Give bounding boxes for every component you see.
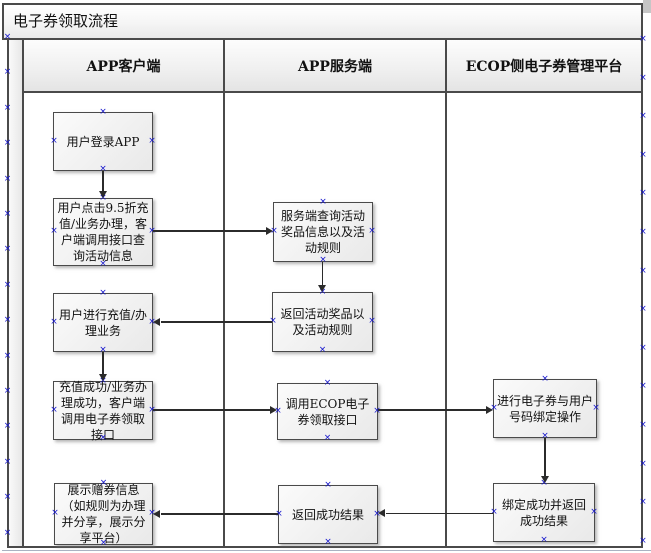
arrow-head-icon xyxy=(265,226,273,235)
node-show-coupon-info[interactable]: 展示赠券信息（如规则为办理并分享，展示分享平台） ×××× xyxy=(51,479,156,548)
lane-header-row xyxy=(24,40,641,93)
node-bind-success-return[interactable]: 绑定成功并返回成功结果 ×××× xyxy=(490,479,598,545)
lane-divider xyxy=(223,40,225,546)
node-return-activity-prizes[interactable]: 返回活动奖品以及活动规则 ×××× xyxy=(269,288,376,355)
swimlane-side-band xyxy=(9,40,22,546)
lane-header-app-server[interactable]: APP服务端 xyxy=(225,40,445,91)
arrow-line-login-to-click[interactable] xyxy=(102,171,104,191)
lane-header-ecop-platform[interactable]: ECOP侧电子券管理平台 xyxy=(447,40,641,91)
node-label: 用户登录APP xyxy=(66,134,140,149)
arrow-line-bindsuccess-to-returnresult[interactable] xyxy=(385,512,493,514)
diagram-title-bar[interactable]: 电子券领取流程 xyxy=(2,3,643,40)
lane-divider xyxy=(445,40,447,546)
arrow-head-icon xyxy=(153,317,160,326)
arrow-head-icon xyxy=(318,284,326,292)
node-return-success-result[interactable]: 返回成功结果 ×××× xyxy=(275,481,381,547)
side-band-divider xyxy=(22,40,24,546)
arrow-head-icon xyxy=(153,509,160,518)
node-user-recharge[interactable]: 用户进行充值/办理业务 ×××× xyxy=(50,289,156,355)
node-label: 返回活动奖品以及活动规则 xyxy=(280,307,365,337)
page-bottom-edge xyxy=(2,550,651,551)
page-corner-shade xyxy=(643,0,651,13)
arrow-head-icon xyxy=(540,475,549,483)
node-label: 返回成功结果 xyxy=(291,507,364,522)
node-label: 展示赠券信息（如规则为办理并分享，展示分享平台） xyxy=(61,483,146,545)
node-user-login[interactable]: 用户登录APP ×××× xyxy=(50,108,156,174)
arrow-line-serverquery-to-returnprizes[interactable] xyxy=(321,262,323,285)
diagram-title: 电子券领取流程 xyxy=(13,12,119,30)
arrow-line-returnprizes-to-recharge[interactable] xyxy=(160,321,272,323)
node-label: 服务端查询活动奖品信息以及活动规则 xyxy=(280,209,365,255)
node-label: 用户进行充值/办理业务 xyxy=(58,307,148,338)
arrow-line-success-to-callecop[interactable] xyxy=(153,409,270,411)
arrow-head-icon xyxy=(98,373,107,381)
arrow-line-click-to-serverquery[interactable] xyxy=(153,230,266,232)
node-server-query-activity[interactable]: 服务端查询活动奖品信息以及活动规则 ×××× xyxy=(270,198,376,265)
node-label: 用户点击9.5折充值/业务办理，客户端调用接口查询活动信息 xyxy=(57,201,149,263)
arrow-line-callecop-to-bind[interactable] xyxy=(378,409,486,411)
arrow-head-icon xyxy=(378,508,385,517)
node-call-ecop-coupon-api[interactable]: 调用ECOP电子券领取接口 ×××× xyxy=(274,379,381,443)
arrow-line-bind-to-bindsuccess[interactable] xyxy=(544,438,546,476)
node-bind-coupon-to-user[interactable]: 进行电子券与用户号码绑定操作 ×××× xyxy=(490,375,600,441)
node-label: 充值成功/业务办理成功，客户端调用电子券领取接口 xyxy=(58,379,148,442)
lane-header-label: APP服务端 xyxy=(298,58,372,75)
arrow-line-returnresult-to-showinfo[interactable] xyxy=(160,513,278,515)
arrow-line-recharge-to-success[interactable] xyxy=(102,352,104,374)
swimlane-frame xyxy=(7,38,643,548)
lane-header-app-client[interactable]: APP客户端 xyxy=(24,40,223,91)
arrow-head-icon xyxy=(269,405,277,414)
node-label: 绑定成功并返回成功结果 xyxy=(501,497,586,528)
node-recharge-success-call-coupon-api[interactable]: 充值成功/业务办理成功，客户端调用电子券领取接口 ×××× xyxy=(50,377,156,443)
lane-header-label: ECOP侧电子券管理平台 xyxy=(465,58,623,75)
lane-header-label: APP客户端 xyxy=(86,58,161,75)
node-label: 调用ECOP电子券领取接口 xyxy=(285,396,370,427)
arrow-head-icon xyxy=(98,190,107,198)
node-label: 进行电子券与用户号码绑定操作 xyxy=(497,393,594,424)
arrow-head-icon xyxy=(485,405,493,414)
node-user-click-query-activity[interactable]: 用户点击9.5折充值/业务办理，客户端调用接口查询活动信息 ×××× xyxy=(50,194,156,269)
